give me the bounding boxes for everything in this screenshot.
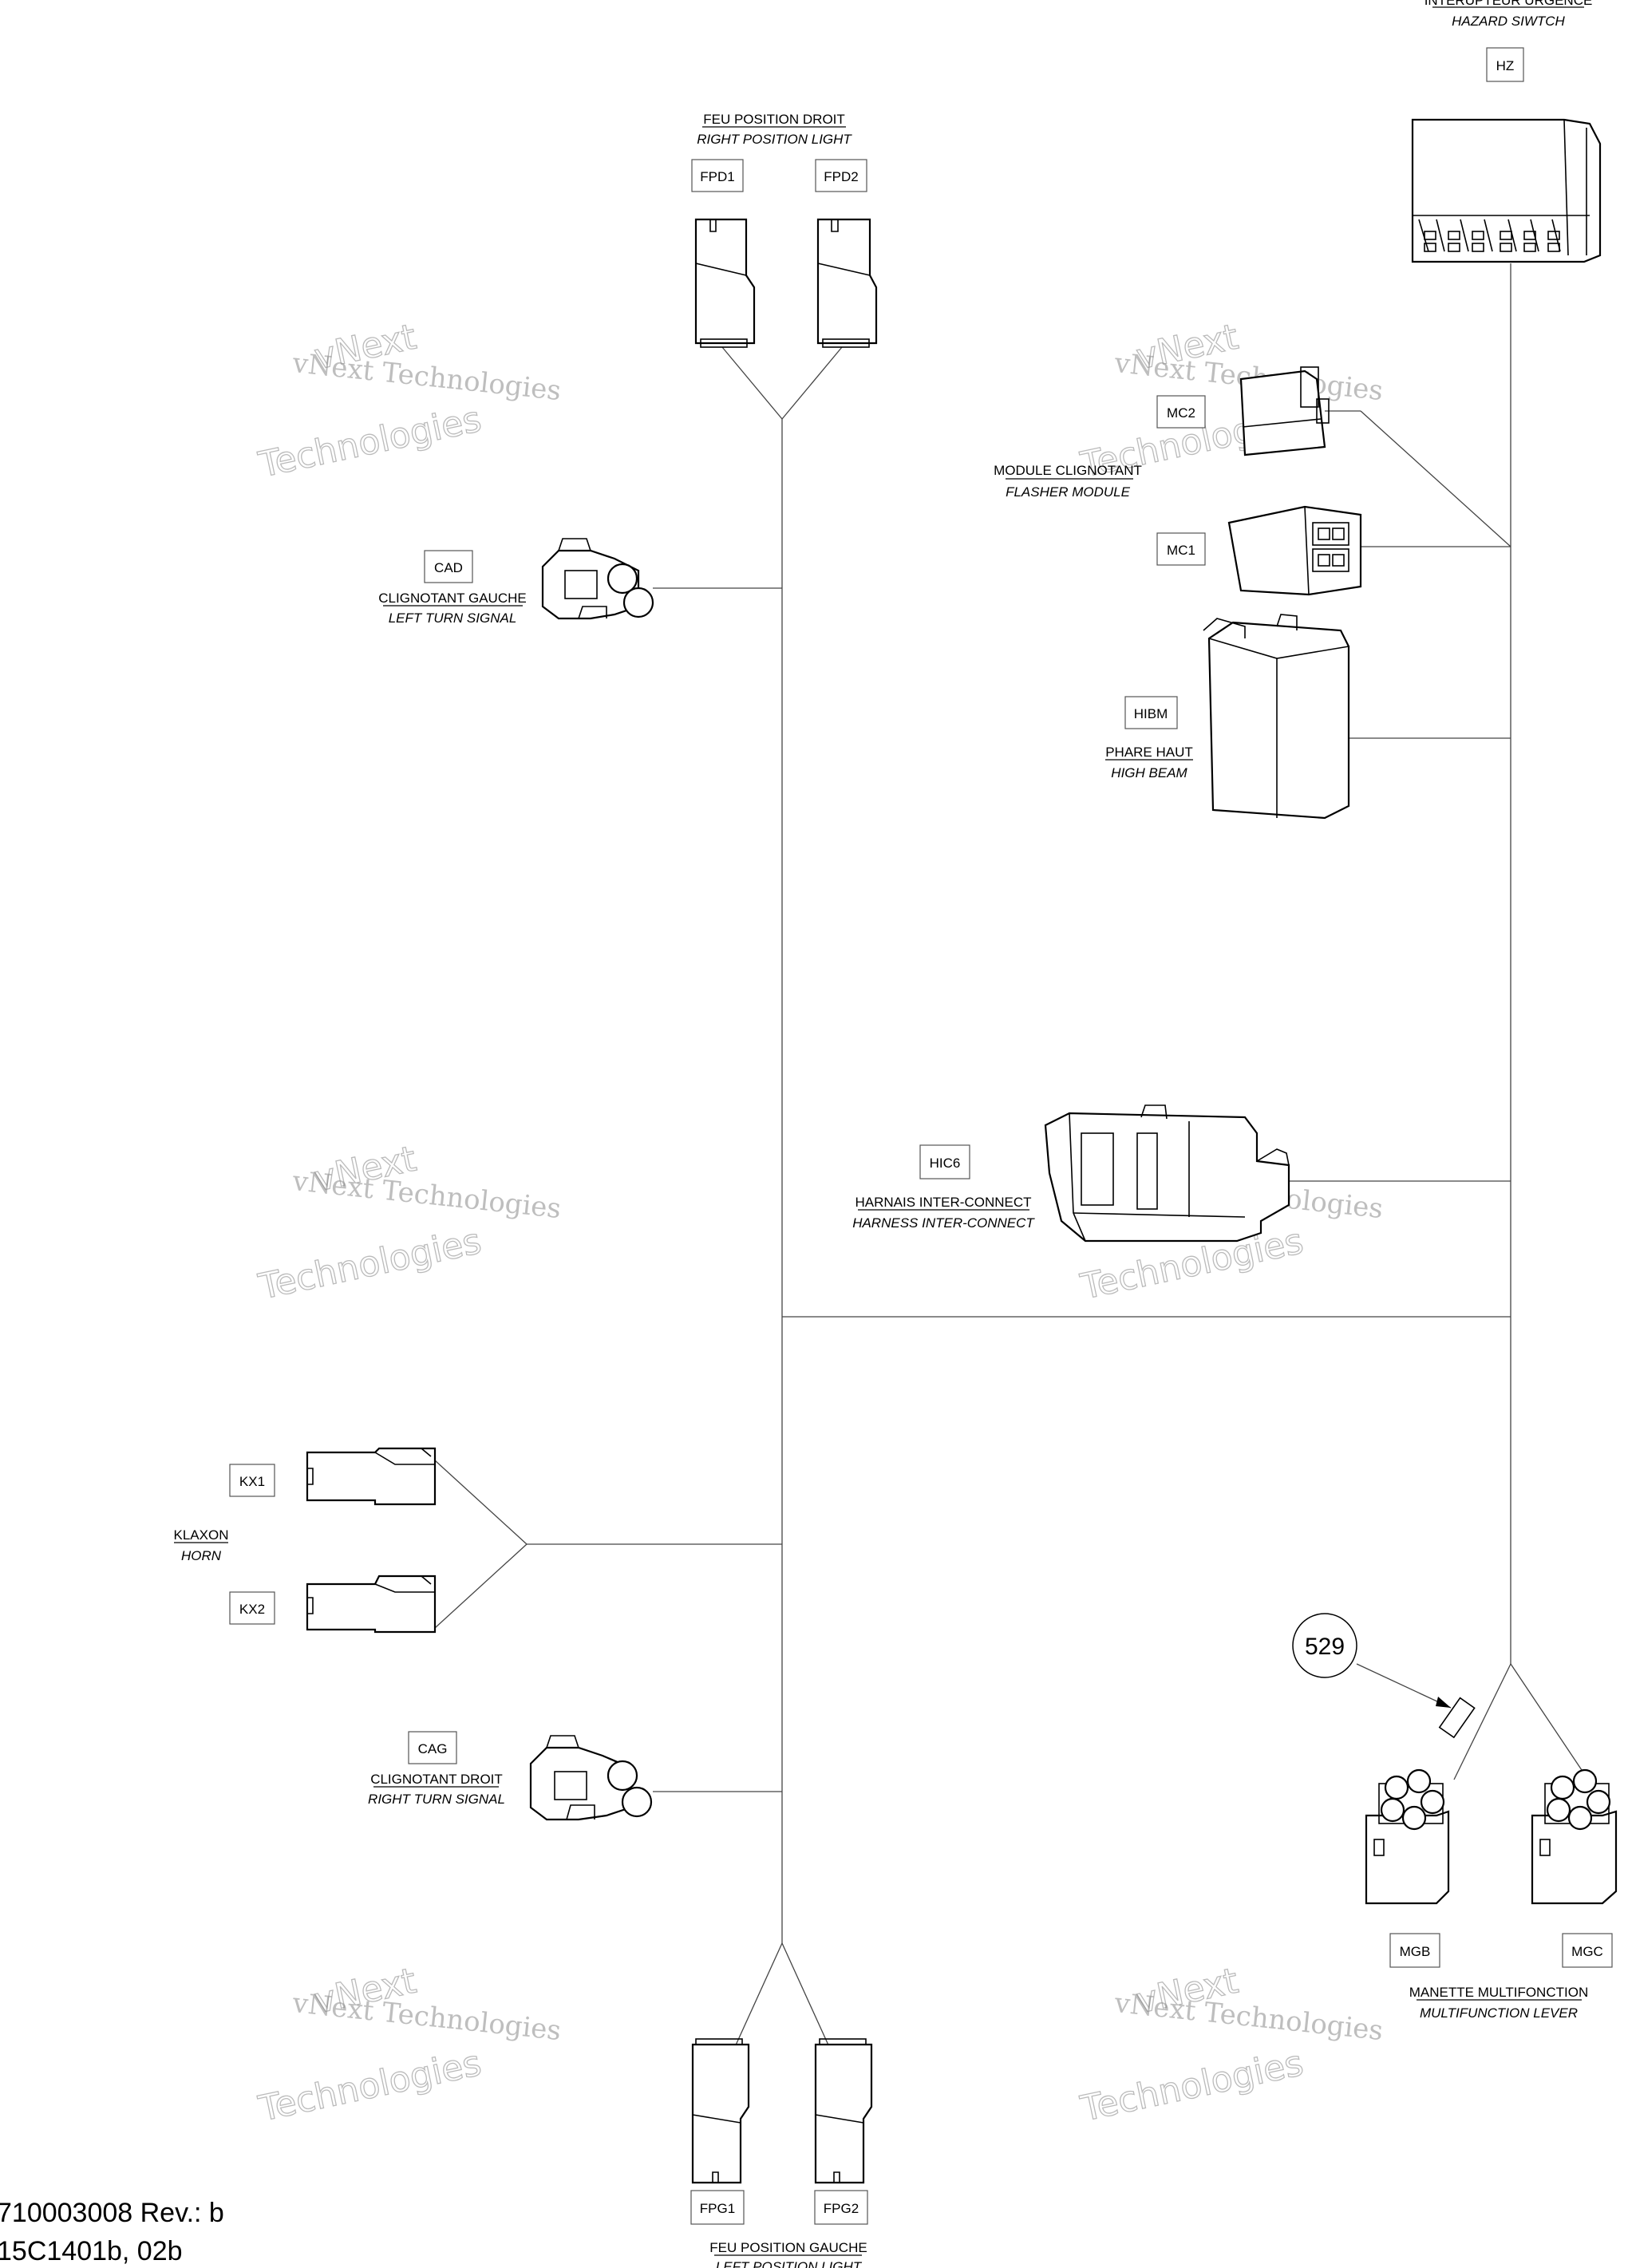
code-hz: HZ: [1496, 58, 1515, 73]
left-position-light: FPG1 FPG2 FEU POSITION GAUCHE LEFT POSIT…: [690, 2038, 873, 2268]
code-box-hz: [1486, 47, 1524, 82]
horn-fr-label: KLAXON: [174, 1527, 229, 1543]
code-hibm: HIBM: [1134, 706, 1168, 721]
high-beam-relay-icon: [1203, 614, 1350, 820]
drawing-code: 15C1401b, 02b: [0, 2236, 183, 2266]
code-mc2: MC2: [1167, 405, 1195, 421]
high-beam: HIBM PHARE HAUT HIGH BEAM: [1105, 614, 1350, 820]
hazard-switch-connector-icon: [1411, 118, 1602, 263]
callout-529: 529: [1292, 1613, 1476, 1739]
code-kx1: KX1: [239, 1474, 265, 1489]
code-box-mgc: [1562, 1933, 1613, 1968]
callout-number: 529: [1305, 1634, 1345, 1660]
right-turn-signal: CAG CLIGNOTANT DROIT RIGHT TURN SIGNAL: [368, 1731, 653, 1821]
horn-connector-2-icon: [306, 1575, 437, 1634]
code-box-hibm: [1124, 696, 1178, 729]
code-box-mgb: [1389, 1933, 1440, 1968]
code-fpd2: FPD2: [824, 169, 858, 184]
right-turn-signal-en-label: RIGHT TURN SIGNAL: [368, 1792, 505, 1807]
watermark-mid-left: vNext vNext Technologies Technologies: [255, 1138, 563, 1308]
svg-text:vNext Technologies: vNext Technologies: [290, 347, 563, 407]
watermark-bottom-right: vNext vNext Technologies Technologies: [1077, 1960, 1385, 2130]
code-box-fpd1: [691, 159, 744, 192]
watermark-top-left: vNext vNext Technologies Technologies: [255, 316, 563, 486]
harness-interconnect-en-label: HARNESS INTER-CONNECT: [852, 1215, 1035, 1231]
code-box-fpd2: [815, 159, 867, 192]
right-position-light: FEU POSITION DROIT RIGHT POSITION LIGHT …: [691, 112, 878, 348]
left-turn-signal: CAD CLIGNOTANT GAUCHE LEFT TURN SIGNAL: [378, 538, 654, 626]
svg-text:Technologies: Technologies: [255, 1221, 484, 1308]
harness-interconnect: HIC6 HARNAIS INTER-CONNECT HARNESS INTER…: [852, 1104, 1290, 1243]
flasher-module: MC2 MODULE CLIGNOTANT FLASHER MODULE MC1: [994, 366, 1362, 596]
code-cag: CAG: [418, 1741, 448, 1756]
svg-text:vNext Technologies: vNext Technologies: [290, 1165, 563, 1225]
hazard-switch-en-label: HAZARD SIWTCH: [1452, 14, 1565, 29]
svg-text:vNext Technologies: vNext Technologies: [290, 1987, 563, 2047]
watermark-top-right: vNext vNext Technologies Technologies: [1077, 316, 1385, 486]
multifunction-lever: MGB MGC MANETTE MULTIFONCTION MULTIFUNCT…: [1365, 1768, 1618, 2021]
high-beam-en-label: HIGH BEAM: [1111, 765, 1187, 780]
high-beam-fr-label: PHARE HAUT: [1105, 745, 1193, 760]
harness-interconnect-connector-icon: [1044, 1104, 1290, 1243]
flasher-module-en-label: FLASHER MODULE: [1006, 484, 1131, 500]
right-position-light-connector-2-icon: [816, 218, 878, 348]
right-turn-signal-fr-label: CLIGNOTANT DROIT: [370, 1772, 503, 1787]
svg-text:Technologies: Technologies: [1077, 2043, 1306, 2130]
code-box-mc2: [1156, 395, 1206, 429]
right-position-light-en-label: RIGHT POSITION LIGHT: [697, 132, 852, 147]
code-hic6: HIC6: [930, 1156, 961, 1171]
horn-en-label: HORN: [181, 1548, 222, 1563]
code-box-fpg1: [690, 2190, 745, 2225]
flasher-module-connector-2-icon: [1239, 366, 1330, 456]
right-turn-signal-connector-icon: [529, 1735, 653, 1821]
watermark-bottom-left: vNext vNext Technologies Technologies: [255, 1960, 563, 2130]
hazard-switch-fr-label: INTERUPTEUR URGENCE: [1424, 0, 1593, 8]
left-turn-signal-en-label: LEFT TURN SIGNAL: [389, 610, 517, 626]
multifunction-lever-en-label: MULTIFUNCTION LEVER: [1420, 2005, 1578, 2021]
drawing-number: 710003008 Rev.: b: [0, 2198, 224, 2228]
svg-text:vNext Technologies: vNext Technologies: [1112, 1987, 1385, 2047]
left-turn-signal-fr-label: CLIGNOTANT GAUCHE: [378, 591, 526, 606]
code-fpg1: FPG1: [700, 2201, 735, 2216]
code-kx2: KX2: [239, 1602, 265, 1617]
code-box-mc1: [1156, 532, 1206, 566]
multifunction-lever-connector-b-icon: [1365, 1768, 1450, 1905]
multifunction-lever-fr-label: MANETTE MULTIFONCTION: [1409, 1985, 1588, 2000]
code-box-cad: [424, 550, 473, 583]
left-turn-signal-connector-icon: [541, 538, 654, 620]
flasher-module-fr-label: MODULE CLIGNOTANT: [994, 463, 1142, 478]
code-fpd1: FPD1: [700, 169, 734, 184]
flasher-module-connector-1-icon: [1227, 505, 1362, 596]
horn-connector-1-icon: [306, 1447, 437, 1506]
code-box-fpg2: [814, 2190, 868, 2225]
code-cad: CAD: [434, 560, 463, 575]
code-mc1: MC1: [1167, 543, 1195, 558]
left-position-light-connector-1-icon: [691, 2038, 750, 2184]
svg-text:Technologies: Technologies: [255, 399, 484, 486]
horn: KX1 KLAXON HORN KX2: [174, 1447, 437, 1634]
drawing-reference: 710003008 Rev.: b 15C1401b, 02b: [0, 2198, 224, 2266]
code-box-kx1: [229, 1464, 275, 1497]
multifunction-lever-connector-c-icon: [1531, 1768, 1618, 1905]
code-box-cag: [408, 1731, 457, 1764]
hazard-switch: INTERUPTEUR URGENCE HAZARD SIWTCH HZ: [1411, 0, 1602, 263]
code-mgb: MGB: [1400, 1944, 1431, 1959]
code-fpg2: FPG2: [824, 2201, 859, 2216]
right-position-light-connector-1-icon: [694, 218, 756, 348]
svg-text:Technologies: Technologies: [255, 2043, 484, 2130]
left-position-light-fr-label: FEU POSITION GAUCHE: [709, 2240, 867, 2255]
code-box-hic6: [919, 1144, 970, 1179]
right-position-light-fr-label: FEU POSITION DROIT: [703, 112, 845, 127]
code-mgc: MGC: [1571, 1944, 1603, 1959]
harness-interconnect-fr-label: HARNAIS INTER-CONNECT: [855, 1195, 1031, 1210]
left-position-light-en-label: LEFT POSITION LIGHT: [716, 2259, 863, 2268]
left-position-light-connector-2-icon: [814, 2038, 873, 2184]
code-box-kx2: [229, 1591, 275, 1625]
